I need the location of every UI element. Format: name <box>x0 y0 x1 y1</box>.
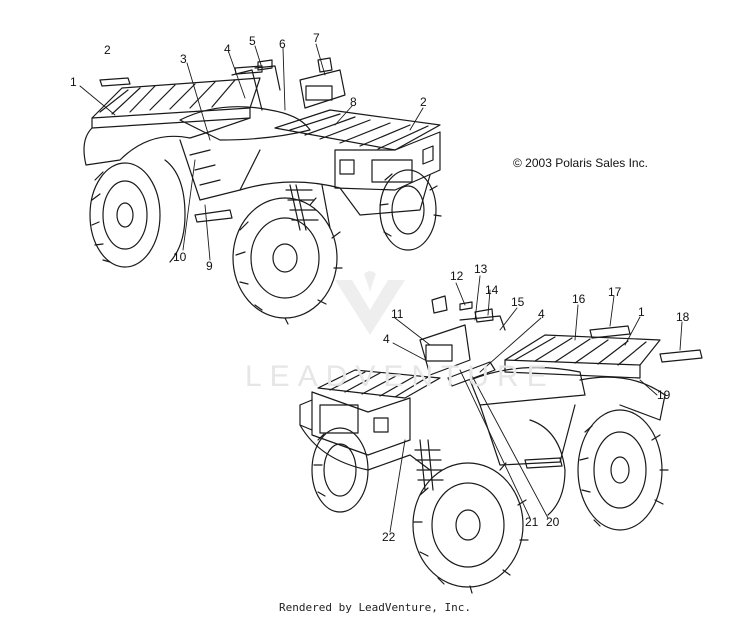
callout-label: 1 <box>70 75 77 89</box>
callout-label: 9 <box>206 259 213 273</box>
callout-label: 4 <box>538 307 545 321</box>
callout-label: 18 <box>676 310 690 324</box>
callout-label: 4 <box>383 332 390 346</box>
callout-label: 10 <box>173 250 187 264</box>
callout-label: 17 <box>608 285 622 299</box>
callout-label: 2 <box>420 95 427 109</box>
callout-label: 4 <box>224 42 231 56</box>
callout-label: 22 <box>382 530 396 544</box>
leader-lines-bottom <box>389 275 683 533</box>
callout-label: 6 <box>279 37 286 51</box>
watermark-text: LEADVENTURE <box>245 360 555 393</box>
callouts-top: 1 2 3 4 5 6 7 8 2 10 9 <box>70 31 427 273</box>
footer-credit: Rendered by LeadVenture, Inc. <box>278 601 472 614</box>
callout-label: 21 <box>525 515 539 529</box>
callout-label: 19 <box>657 388 671 402</box>
atv-top-illustration <box>83 57 442 325</box>
callout-label: 12 <box>450 269 464 283</box>
copyright-notice: © 2003 Polaris Sales Inc. <box>513 156 648 170</box>
callout-label: 7 <box>313 31 320 45</box>
leader-lines-top <box>79 43 424 261</box>
callout-label: 5 <box>249 34 256 48</box>
callout-label: 16 <box>572 292 586 306</box>
atv-bottom-illustration <box>299 295 703 594</box>
callout-label: 15 <box>511 295 525 309</box>
callouts-bottom: 12 13 14 15 4 11 4 16 17 1 18 19 21 20 2… <box>382 262 690 544</box>
callout-label: 11 <box>391 307 404 321</box>
callout-label: 1 <box>638 305 645 319</box>
callout-label: 8 <box>350 95 357 109</box>
callout-label: 2 <box>104 43 111 57</box>
callout-label: 14 <box>485 283 499 297</box>
watermark-logo <box>335 271 405 335</box>
callout-label: 20 <box>546 515 560 529</box>
callout-label: 3 <box>180 52 187 66</box>
callout-label: 13 <box>474 262 488 276</box>
